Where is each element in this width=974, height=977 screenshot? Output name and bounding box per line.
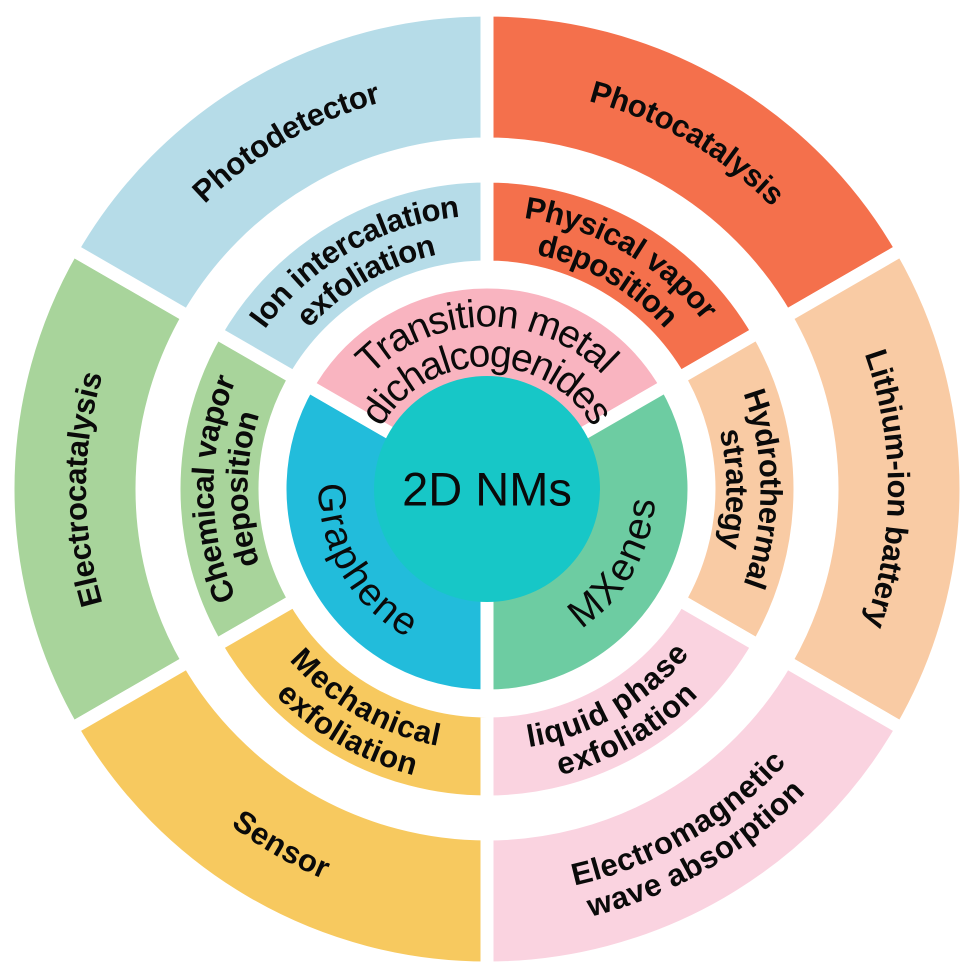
- ring-synthesis-methods: [167, 169, 807, 809]
- application-segment[interactable]: [65, 655, 494, 975]
- ring-materials: [273, 275, 701, 703]
- synthesis-method-label: strategy: [713, 425, 755, 553]
- synthesis-method-segment[interactable]: [209, 593, 494, 809]
- ring-applications: [1, 3, 973, 975]
- center-label: 2D NMs: [402, 463, 572, 516]
- center-circle: [374, 376, 600, 602]
- center-node: 2D NMs: [374, 376, 600, 602]
